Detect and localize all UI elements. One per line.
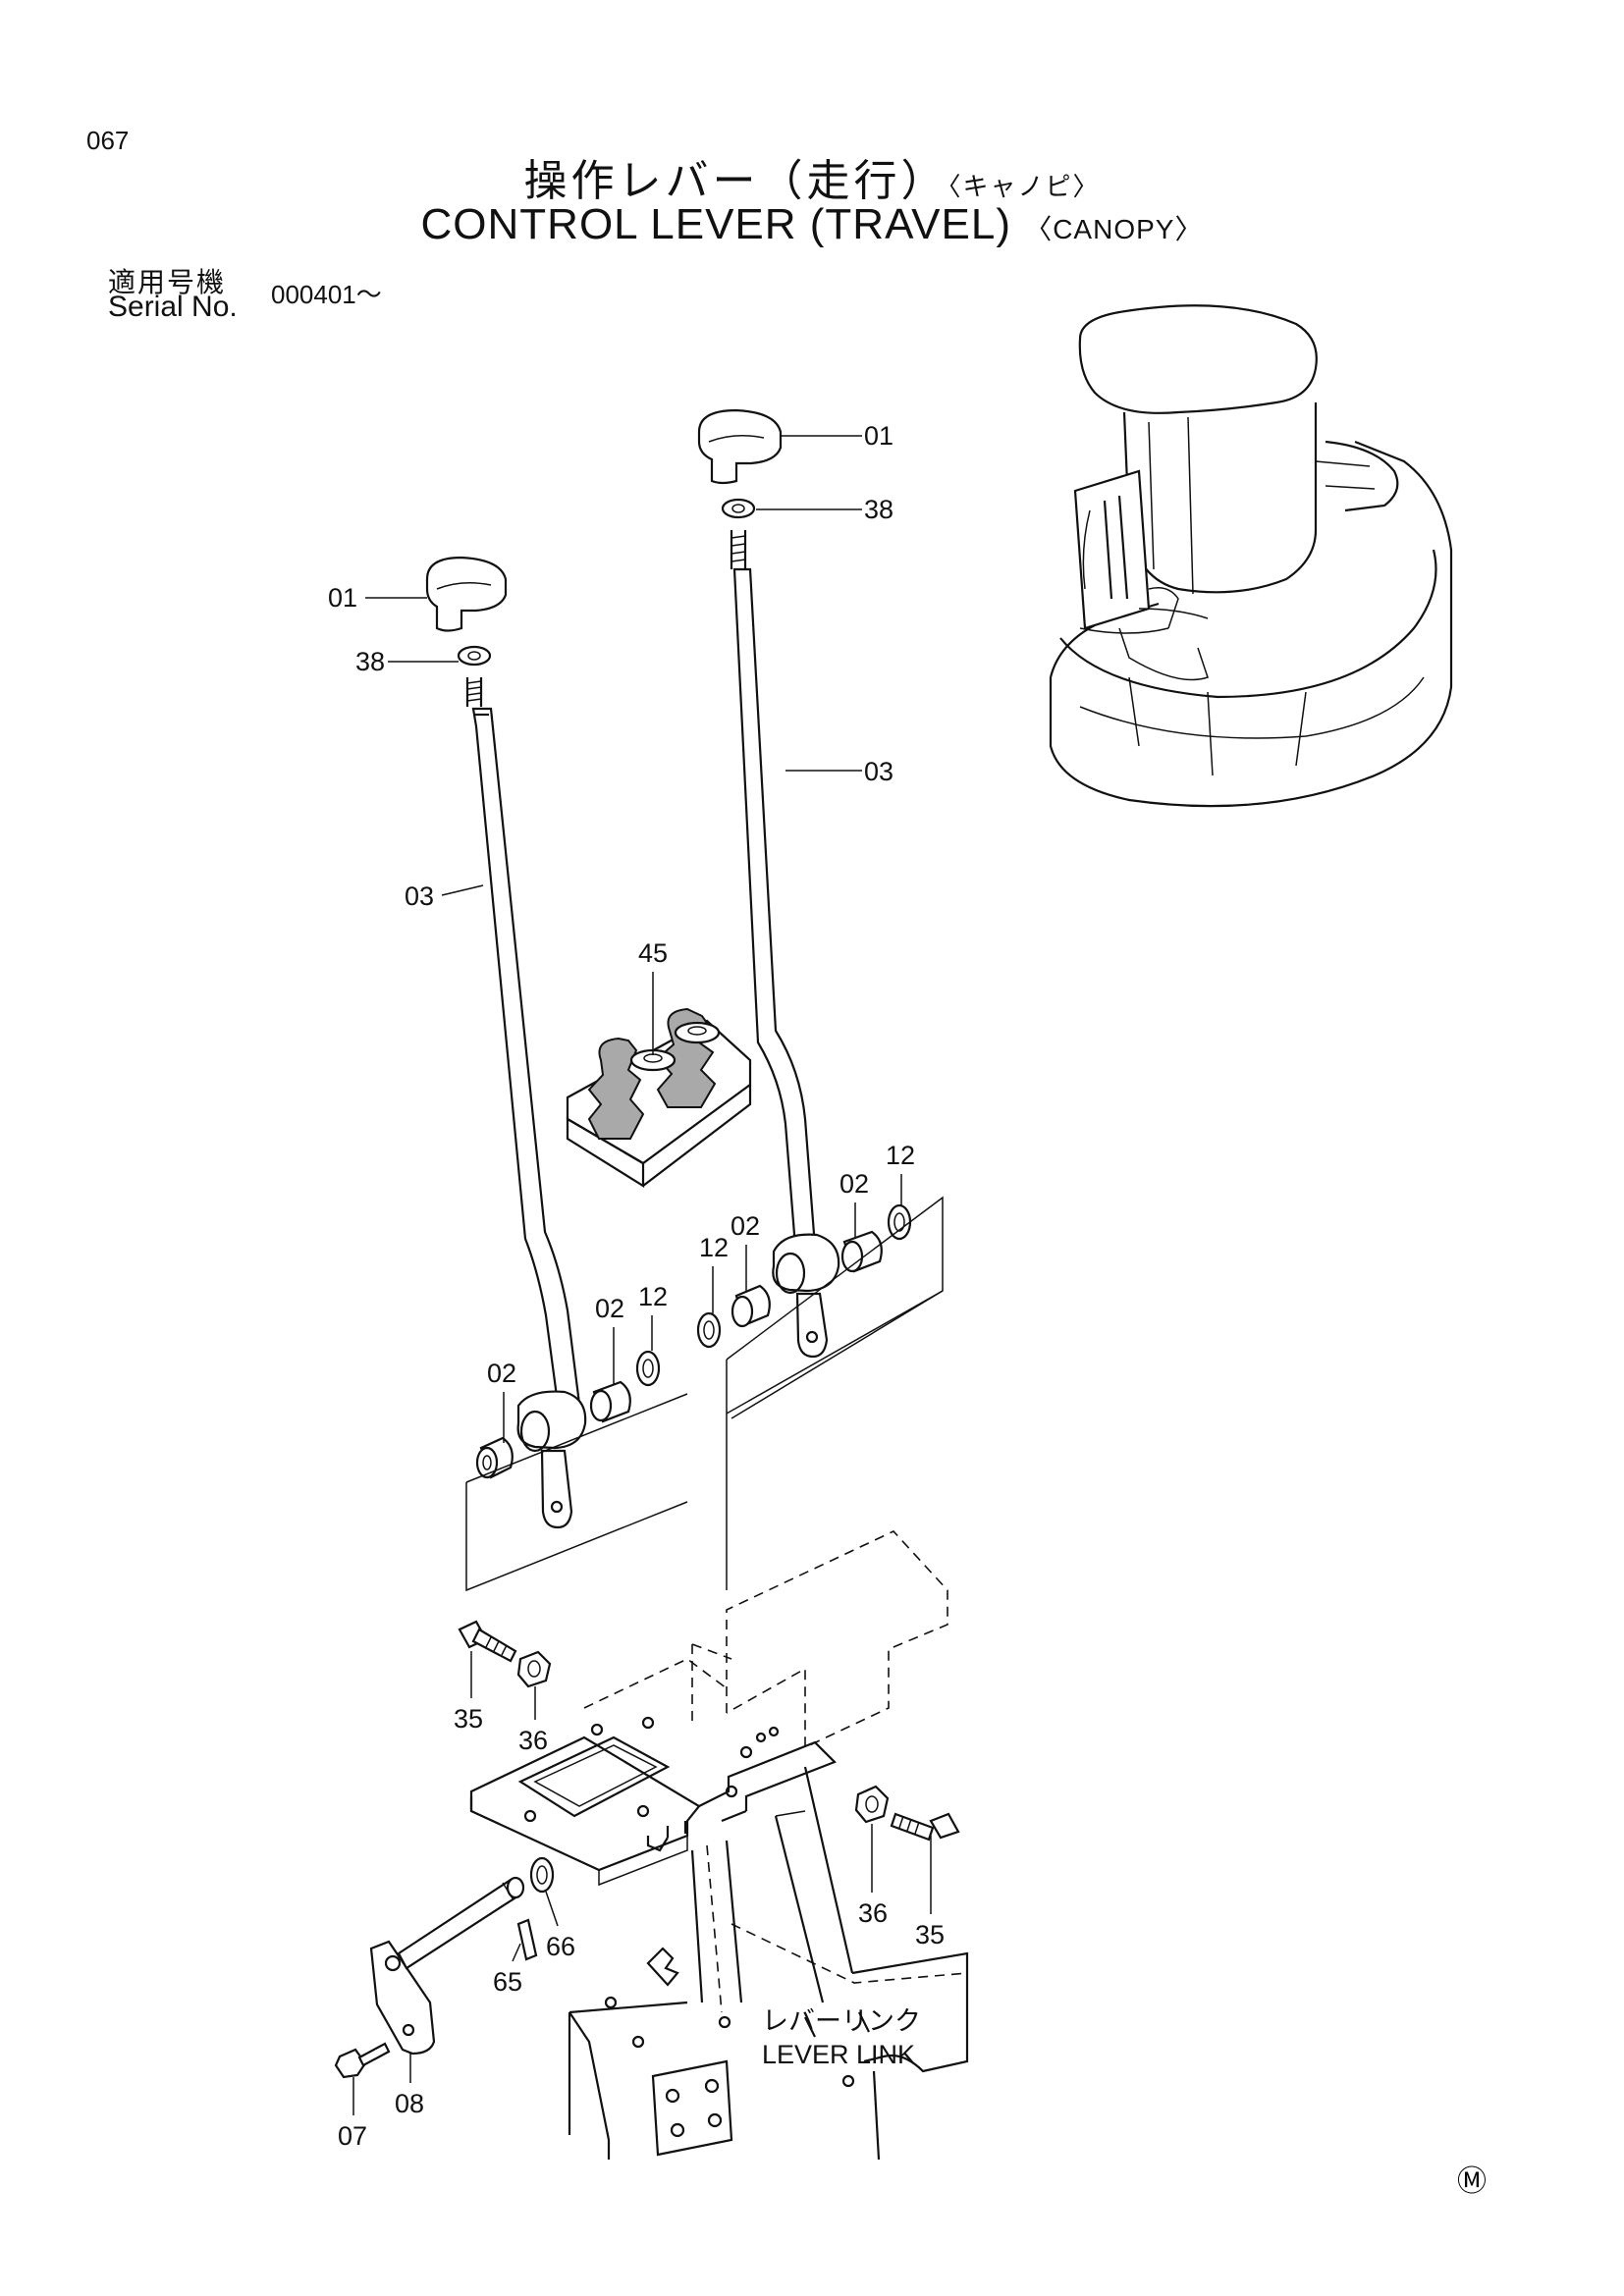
title-en-main: CONTROL LEVER (TRAVEL) bbox=[420, 200, 1011, 248]
right-lever-arm bbox=[795, 1292, 829, 1359]
washer-part-66 bbox=[529, 1856, 555, 1894]
right-knob-part-01 bbox=[697, 408, 783, 485]
serial-label-en: Serial No. bbox=[108, 291, 238, 323]
title-japanese: 操作レバー（走行）〈キャノピ〉 bbox=[0, 145, 1624, 208]
nut-part-36-right bbox=[854, 1785, 890, 1824]
callout-leader-lines bbox=[352, 435, 932, 2115]
callout-03-right: 03 bbox=[864, 757, 893, 786]
right-lever-assembly bbox=[696, 408, 944, 1590]
title-jp-sub: 〈キャノピ〉 bbox=[947, 173, 1101, 202]
callout-65: 65 bbox=[493, 1967, 522, 1997]
callout-labels: 01 38 01 38 03 03 45 02 02 12 02 12 02 1… bbox=[328, 421, 945, 2151]
left-lever-arm bbox=[540, 1449, 573, 1529]
right-lever-hub bbox=[772, 1233, 840, 1293]
callout-45: 45 bbox=[638, 938, 668, 968]
bolt-part-07 bbox=[334, 2048, 367, 2079]
callout-01-left: 01 bbox=[328, 583, 357, 613]
left-lever-assembly bbox=[425, 556, 688, 1592]
callout-02-c: 02 bbox=[731, 1211, 760, 1241]
title-jp-main: 操作レバー（走行） bbox=[523, 156, 948, 206]
pivot-pin-assembly bbox=[334, 1856, 555, 2079]
rubber-boot-part-45 bbox=[566, 1007, 752, 1188]
callout-02-b: 02 bbox=[595, 1294, 624, 1323]
callout-12-c: 12 bbox=[886, 1141, 915, 1170]
canopy-inset-drawing bbox=[1049, 304, 1453, 808]
page-number: 067 bbox=[86, 126, 130, 155]
callout-35-left: 35 bbox=[454, 1704, 483, 1734]
bolt-part-35-right bbox=[890, 1812, 960, 1842]
callout-35-right: 35 bbox=[915, 1920, 945, 1949]
callout-03-left: 03 bbox=[405, 881, 434, 911]
title-english: CONTROL LEVER (TRAVEL) 〈CANOPY〉 bbox=[0, 200, 1624, 249]
right-nut-part-38 bbox=[721, 498, 756, 519]
pivot-pin bbox=[397, 1878, 522, 1970]
lever-link-label-jp: レバーリンク bbox=[762, 2006, 921, 2037]
m-mark-icon: Ⓜ bbox=[1457, 2164, 1487, 2199]
callout-02-a: 02 bbox=[487, 1359, 516, 1388]
left-washer-12 bbox=[635, 1350, 661, 1387]
serial-value: 000401～ bbox=[271, 280, 382, 309]
callout-38-left: 38 bbox=[355, 647, 385, 676]
left-rod-part-03 bbox=[471, 707, 581, 1406]
right-washer-12 bbox=[696, 1311, 722, 1349]
left-nut-part-38 bbox=[457, 645, 492, 667]
left-knob-part-01 bbox=[425, 556, 508, 632]
callout-07: 07 bbox=[338, 2121, 367, 2151]
callout-12-a: 12 bbox=[638, 1282, 668, 1311]
lever-plate-08 bbox=[369, 1940, 436, 2056]
right-rod-part-03 bbox=[732, 567, 817, 1249]
callout-01-right: 01 bbox=[864, 421, 893, 451]
callout-36-right: 36 bbox=[858, 1898, 888, 1928]
callout-36-left: 36 bbox=[518, 1726, 548, 1755]
spring-pin-part-65 bbox=[516, 1918, 538, 1961]
lever-link-label-en: LEVER LINK bbox=[762, 2040, 915, 2069]
nut-part-36-left bbox=[516, 1650, 552, 1688]
callout-12-b: 12 bbox=[699, 1233, 729, 1262]
right-washer-12b bbox=[887, 1203, 912, 1241]
lever-link-bracket bbox=[469, 1530, 969, 2161]
title-en-sub: 〈CANOPY〉 bbox=[1024, 214, 1204, 244]
callout-38-right: 38 bbox=[864, 495, 893, 524]
callout-66: 66 bbox=[546, 1932, 575, 1961]
callout-08: 08 bbox=[395, 2089, 424, 2118]
callout-02-d: 02 bbox=[839, 1169, 869, 1199]
bolt-part-35-left bbox=[458, 1620, 517, 1663]
serial-label-jp: 適用号機 bbox=[108, 266, 227, 298]
